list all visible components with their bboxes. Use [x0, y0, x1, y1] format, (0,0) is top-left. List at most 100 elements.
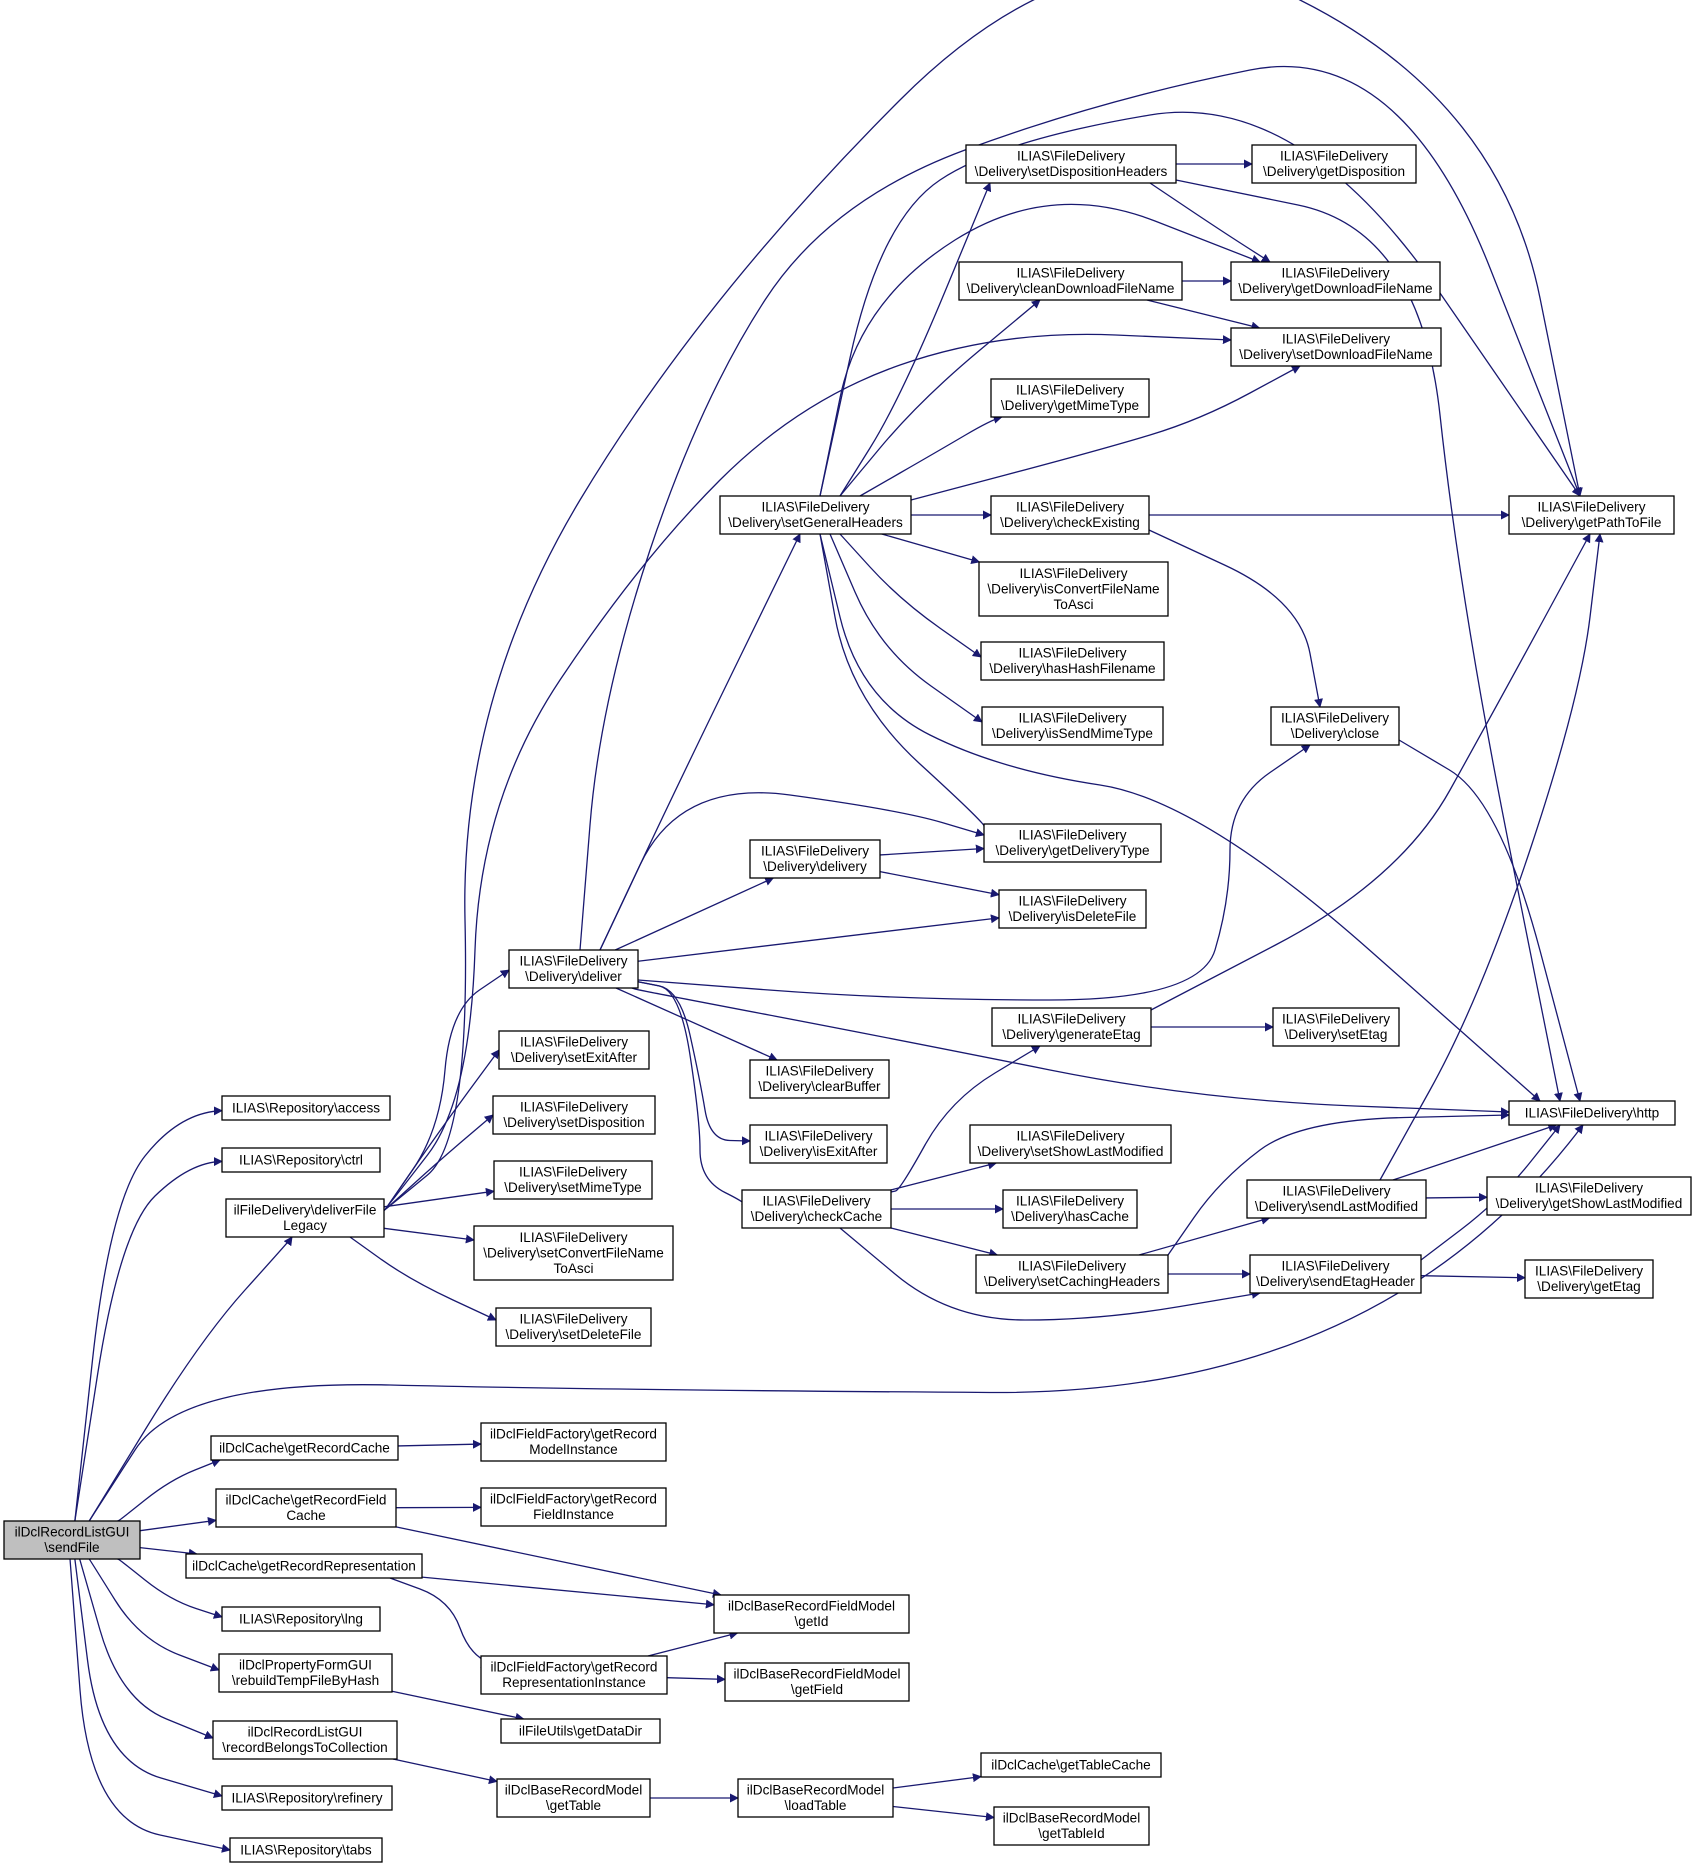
- node-getMimeType[interactable]: ILIAS\FileDelivery\Delivery\getMimeType: [990, 378, 1150, 418]
- edge-arrow: [838, 299, 1041, 497]
- node-isSendMimeType[interactable]: ILIAS\FileDelivery\Delivery\isSendMimeTy…: [981, 706, 1164, 746]
- node-label-line: ilFileDelivery\deliverFile: [234, 1203, 377, 1218]
- node-setDownloadFileName[interactable]: ILIAS\FileDelivery\Delivery\setDownloadF…: [1230, 327, 1442, 367]
- edge-setGeneralHeaders-to-getPathToFile: [819, 111, 1581, 497]
- edge-setCachingHeaders-to-sendLastModified: [1138, 1215, 1271, 1256]
- node-getTableCache[interactable]: ilDclCache\getTableCache: [980, 1752, 1162, 1778]
- node-setGeneralHeaders[interactable]: ILIAS\FileDelivery\Delivery\setGeneralHe…: [719, 495, 912, 535]
- node-clearBuffer[interactable]: ILIAS\FileDelivery\Delivery\clearBuffer: [749, 1059, 890, 1099]
- node-http[interactable]: ILIAS\FileDelivery\http: [1508, 1100, 1676, 1126]
- node-getDataDir[interactable]: ilFileUtils\getDataDir: [500, 1718, 661, 1744]
- edge-loadTable-to-getTableCache: [892, 1773, 982, 1789]
- node-getDisposition[interactable]: ILIAS\FileDelivery\Delivery\getDispositi…: [1251, 144, 1417, 184]
- node-setMimeType[interactable]: ILIAS\FileDelivery\Delivery\setMimeType: [493, 1160, 653, 1200]
- node-setShowLastModified[interactable]: ILIAS\FileDelivery\Delivery\setShowLastM…: [969, 1124, 1172, 1164]
- node-setDispositionHeaders[interactable]: ILIAS\FileDelivery\Delivery\setDispositi…: [965, 144, 1177, 184]
- edge-arrow: [139, 1546, 198, 1558]
- node-getRecordCache[interactable]: ilDclCache\getRecordCache: [210, 1435, 399, 1461]
- node-getPathToFile[interactable]: ILIAS\FileDelivery\Delivery\getPathToFil…: [1508, 495, 1675, 535]
- node-getDownloadFileName[interactable]: ILIAS\FileDelivery\Delivery\getDownloadF…: [1230, 261, 1441, 301]
- node-getEtag[interactable]: ILIAS\FileDelivery\Delivery\getEtag: [1524, 1259, 1654, 1299]
- edge-arrow: [839, 533, 982, 658]
- node-label-line: \recordBelongsToCollection: [222, 1740, 387, 1755]
- node-getShowLastModified[interactable]: ILIAS\FileDelivery\Delivery\getShowLastM…: [1486, 1176, 1692, 1216]
- edge-getRecordRepresentation-to-getId: [421, 1576, 715, 1609]
- node-getDeliveryType[interactable]: ILIAS\FileDelivery\Delivery\getDeliveryT…: [983, 823, 1162, 863]
- node-label-line: ILIAS\FileDelivery: [519, 1165, 627, 1180]
- node-label-line: ilDclRecordListGUI: [248, 1725, 363, 1740]
- node-checkCache[interactable]: ILIAS\FileDelivery\Delivery\checkCache: [741, 1189, 892, 1229]
- node-box: [1246, 1179, 1427, 1219]
- node-label-line: ILIAS\FileDelivery: [1281, 266, 1389, 281]
- node-isConvertFileNameToAsci[interactable]: ILIAS\FileDelivery\Delivery\isConvertFil…: [978, 561, 1169, 617]
- node-rebuildTempFileByHash[interactable]: ilDclPropertyFormGUI\rebuildTempFileByHa…: [218, 1653, 393, 1693]
- edge-arrow: [879, 844, 985, 856]
- node-generateEtag[interactable]: ILIAS\FileDelivery\Delivery\generateEtag: [991, 1007, 1152, 1047]
- node-setDeleteFile[interactable]: ILIAS\FileDelivery\Delivery\setDeleteFil…: [495, 1307, 652, 1347]
- edge-checkExisting-to-close: [1148, 529, 1323, 708]
- edge-arrow: [88, 1236, 293, 1522]
- edge-arrow: [383, 333, 1232, 1211]
- node-box: [981, 706, 1164, 746]
- node-setEtag[interactable]: ILIAS\FileDelivery\Delivery\setEtag: [1272, 1007, 1400, 1047]
- node-loadTable[interactable]: ilDclBaseRecordModel\loadTable: [737, 1778, 894, 1818]
- node-getRecordRepresentation[interactable]: ilDclCache\getRecordRepresentation: [185, 1553, 423, 1579]
- node-root[interactable]: ilDclRecordListGUI\sendFile: [3, 1520, 141, 1560]
- edge-rebuildTempFileByHash-to-getDataDir: [391, 1690, 525, 1722]
- node-recordBelongsToCollection[interactable]: ilDclRecordListGUI\recordBelongsToCollec…: [212, 1720, 398, 1760]
- node-close[interactable]: ILIAS\FileDelivery\Delivery\close: [1270, 706, 1400, 746]
- node-label-line: \Delivery\getDisposition: [1263, 164, 1405, 179]
- node-sendEtagHeader[interactable]: ILIAS\FileDelivery\Delivery\sendEtagHead…: [1249, 1254, 1422, 1294]
- edge-root-to-getRecordCache: [117, 1458, 221, 1522]
- node-label-line: ILIAS\FileDelivery: [1016, 1129, 1124, 1144]
- node-setConvertFileNameToAsci[interactable]: ILIAS\FileDelivery\Delivery\setConvertFi…: [473, 1225, 674, 1281]
- node-lng[interactable]: ILIAS\Repository\lng: [221, 1606, 381, 1632]
- node-checkExisting[interactable]: ILIAS\FileDelivery\Delivery\checkExistin…: [990, 495, 1150, 535]
- node-sendLastModified[interactable]: ILIAS\FileDelivery\Delivery\sendLastModi…: [1246, 1179, 1427, 1219]
- node-getField[interactable]: ilDclBaseRecordFieldModel\getField: [724, 1662, 910, 1702]
- node-label-line: \Delivery\isExitAfter: [760, 1144, 878, 1159]
- node-box: [749, 1059, 890, 1099]
- node-box: [221, 1147, 381, 1173]
- edge-deliver-to-getPathToFile: [579, 65, 1582, 951]
- node-getTable[interactable]: ilDclBaseRecordModel\getTable: [496, 1778, 651, 1818]
- edge-arrow: [1138, 1215, 1271, 1256]
- edge-setGeneralHeaders-to-getDownloadFileName: [819, 203, 1261, 497]
- edge-arrow: [1175, 179, 1563, 1102]
- node-cleanDownloadFileName[interactable]: ILIAS\FileDelivery\Delivery\cleanDownloa…: [958, 261, 1183, 301]
- node-isExitAfter[interactable]: ILIAS\FileDelivery\Delivery\isExitAfter: [749, 1124, 888, 1164]
- node-hasCache[interactable]: ILIAS\FileDelivery\Delivery\hasCache: [1002, 1189, 1138, 1229]
- edge-arrow: [1420, 1273, 1526, 1283]
- edge-arrow: [637, 744, 1311, 1001]
- node-setCachingHeaders[interactable]: ILIAS\FileDelivery\Delivery\setCachingHe…: [975, 1254, 1169, 1294]
- node-getRecordRepresentationInstance[interactable]: ilDclFieldFactory\getRecordRepresentatio…: [480, 1655, 668, 1695]
- node-setExitAfter[interactable]: ILIAS\FileDelivery\Delivery\setExitAfter: [498, 1030, 650, 1070]
- node-label-line: ilDclPropertyFormGUI: [239, 1658, 372, 1673]
- edge-close-to-http: [1398, 738, 1583, 1102]
- node-getTableId[interactable]: ilDclBaseRecordModel\getTableId: [993, 1806, 1150, 1846]
- node-label-line: Cache: [286, 1508, 325, 1523]
- node-isDeleteFile[interactable]: ILIAS\FileDelivery\Delivery\isDeleteFile: [998, 889, 1147, 929]
- node-box: [212, 1720, 398, 1760]
- node-setDisposition[interactable]: ILIAS\FileDelivery\Delivery\setDispositi…: [492, 1095, 656, 1135]
- node-refinery[interactable]: ILIAS\Repository\refinery: [221, 1785, 393, 1811]
- edge-arrow: [1379, 533, 1604, 1181]
- node-label-line: ILIAS\FileDelivery: [762, 1194, 870, 1209]
- node-box: [473, 1225, 674, 1281]
- node-label-line: ILIAS\FileDelivery: [519, 1312, 627, 1327]
- node-deliver[interactable]: ILIAS\FileDelivery\Delivery\deliver: [508, 949, 639, 989]
- node-hasHashFilename[interactable]: ILIAS\FileDelivery\Delivery\hasHashFilen…: [980, 641, 1165, 681]
- node-tabs[interactable]: ILIAS\Repository\tabs: [229, 1837, 383, 1863]
- node-label-line: ILIAS\FileDelivery: [1016, 500, 1124, 515]
- edge-arrow: [383, 0, 1583, 1211]
- node-access[interactable]: ILIAS\Repository\access: [221, 1095, 391, 1121]
- node-ctrl[interactable]: ILIAS\Repository\ctrl: [221, 1147, 381, 1173]
- node-label-line: \Delivery\setDownloadFileName: [1239, 347, 1432, 362]
- node-getId[interactable]: ilDclBaseRecordFieldModel\getId: [713, 1594, 910, 1634]
- node-delivery[interactable]: ILIAS\FileDelivery\Delivery\delivery: [749, 839, 881, 879]
